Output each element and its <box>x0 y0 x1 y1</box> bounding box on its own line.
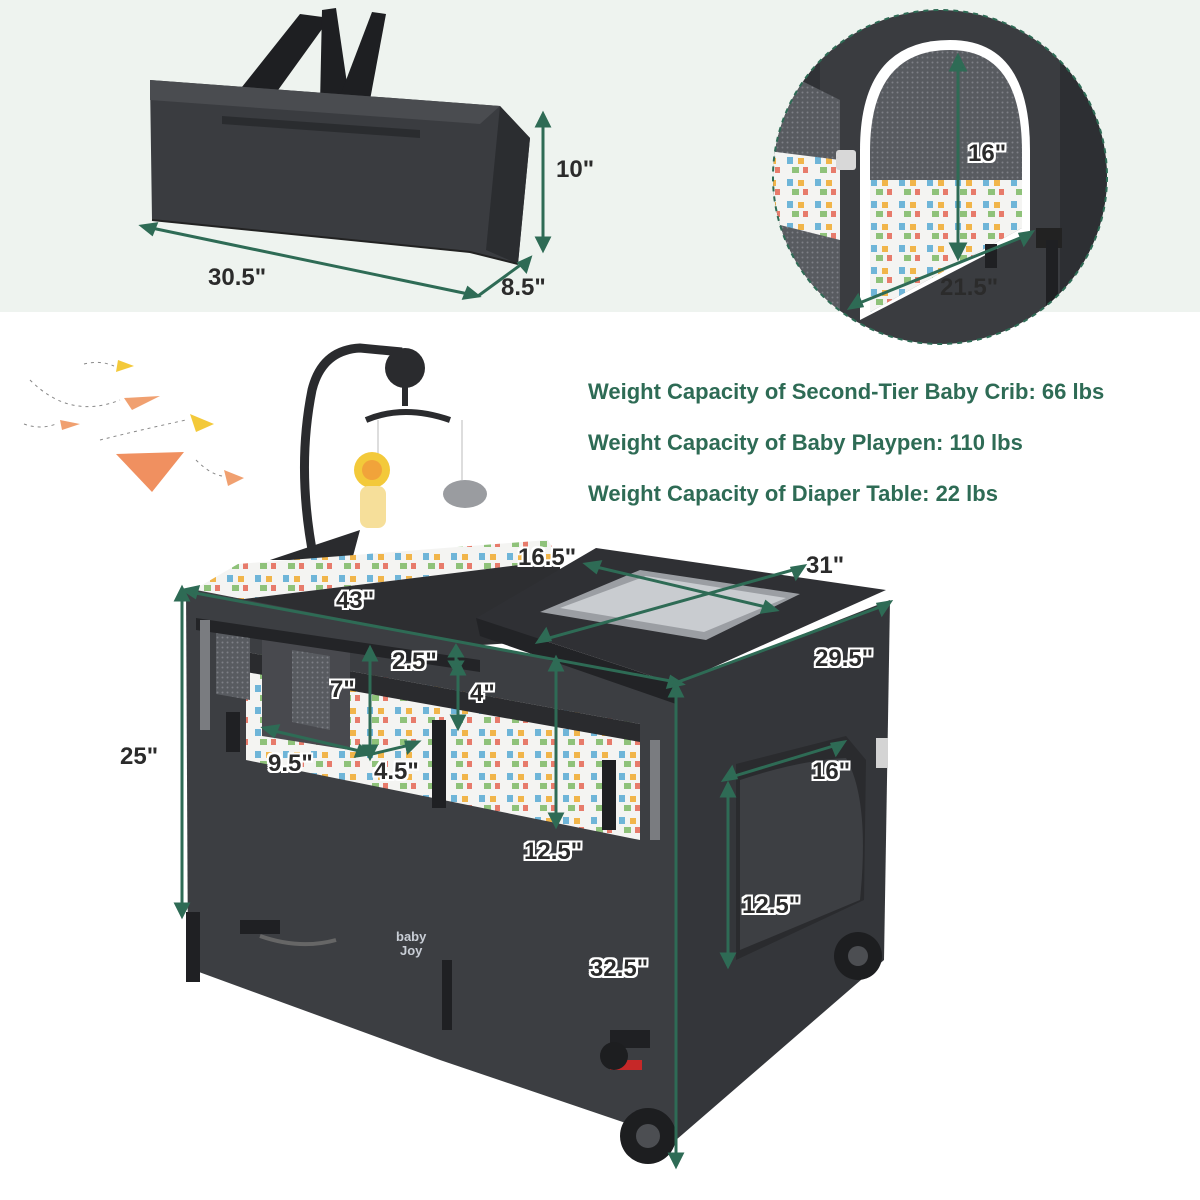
bassinet-depth-label: 12.5" <box>524 838 583 865</box>
door-width-label: 21.5" <box>940 274 999 301</box>
door-detail-circle <box>772 9 1108 345</box>
brand-logo: baby Joy <box>396 930 426 957</box>
rail-gap-label: 2.5" <box>392 648 437 675</box>
paper-planes-decoration <box>23 360 244 492</box>
crib-width-label: 29.5" <box>815 645 874 672</box>
carry-bag <box>150 8 530 265</box>
bag-width-label: 8.5" <box>501 274 546 301</box>
bag-dimension-lines <box>138 110 552 300</box>
door-height-label: 16" <box>968 140 1007 167</box>
crib-dimension-lines <box>173 560 894 1170</box>
organizer-depth-label: 4.5" <box>374 758 419 785</box>
side-height-label: 25" <box>120 743 159 770</box>
spec-playpen-capacity: Weight Capacity of Baby Playpen: 110 lbs <box>588 430 1023 455</box>
bag-length-label: 30.5" <box>208 264 267 291</box>
organizer-height-label: 7" <box>330 676 355 703</box>
table-length-label: 31" <box>806 552 845 579</box>
crib-mobile <box>270 343 487 561</box>
brand-logo-line-1: baby <box>396 929 427 944</box>
door-dimension-lines <box>846 52 1036 311</box>
spec-crib-capacity: Weight Capacity of Second-Tier Baby Crib… <box>588 379 1105 404</box>
pocket-width-label: 16" <box>812 758 851 785</box>
table-width-label: 16.5" <box>518 544 577 571</box>
spec-diaper-table-capacity: Weight Capacity of Diaper Table: 22 lbs <box>588 481 998 506</box>
pocket-height-label: 12.5" <box>742 892 801 919</box>
brand-logo-line-2: Joy <box>399 942 423 958</box>
organizer-width-label: 9.5" <box>268 750 313 777</box>
bassinet-length-label: 43" <box>336 587 375 614</box>
total-height-label: 32.5" <box>590 955 649 982</box>
bag-height-label: 10" <box>556 156 595 183</box>
crib-body <box>186 540 890 1164</box>
strap-height-label: 4" <box>470 680 495 707</box>
